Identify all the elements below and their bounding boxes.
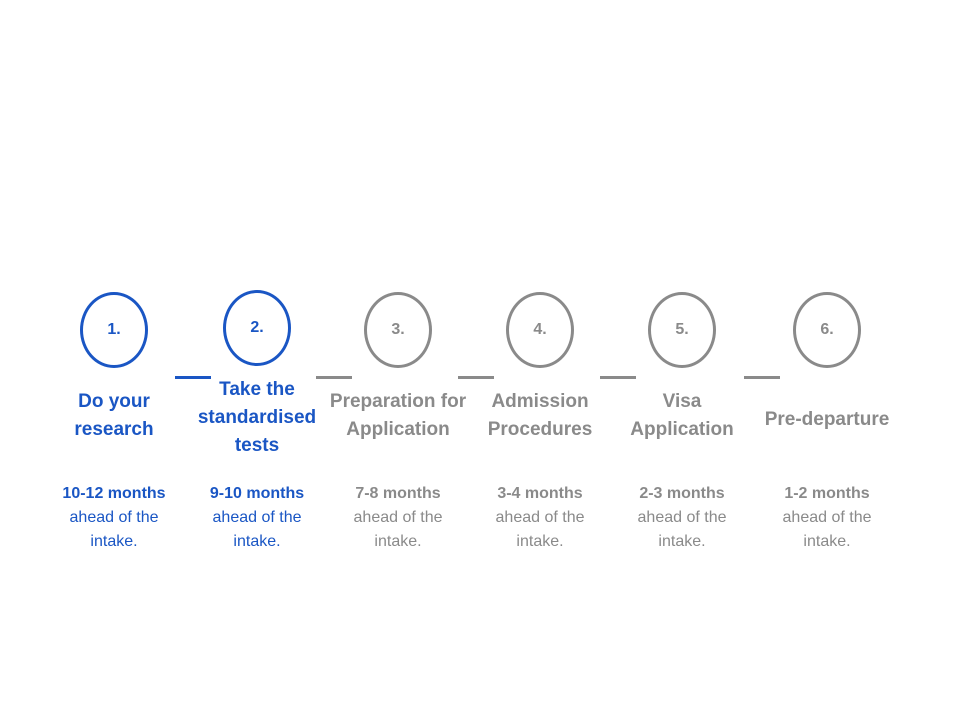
step-number: 5.	[675, 321, 689, 338]
step-desc-line: ahead of the	[212, 509, 302, 526]
step-desc-line: intake.	[90, 533, 138, 550]
step-title-line: Take the	[219, 379, 295, 400]
step-description: 2-3 months ahead of the intake.	[607, 482, 757, 554]
connector-4-5	[600, 376, 636, 379]
step-title-line: Do your	[78, 391, 150, 412]
step-duration: 2-3 months	[639, 485, 725, 502]
step-desc-line: intake.	[233, 533, 281, 550]
step-description: 1-2 months ahead of the intake.	[752, 482, 902, 554]
connector-3-4	[458, 376, 494, 379]
step-1: 1. Do your research 10-12 months ahead o…	[39, 292, 189, 550]
step-title: Do your research	[39, 388, 189, 478]
step-title: Take the standardised tests	[182, 376, 332, 466]
step-title: Preparation for Application	[323, 388, 473, 478]
step-description: 9-10 months ahead of the intake.	[182, 482, 332, 554]
step-desc-line: ahead of the	[495, 509, 585, 526]
step-desc-line: ahead of the	[353, 509, 443, 526]
step-desc-line: intake.	[374, 533, 422, 550]
step-duration: 1-2 months	[784, 485, 870, 502]
step-5: 5. Visa Application 2-3 months ahead of …	[607, 292, 757, 550]
connector-2-3	[316, 376, 352, 379]
step-number: 6.	[820, 321, 834, 338]
step-duration: 9-10 months	[209, 485, 305, 502]
connector-1-2	[175, 376, 211, 379]
step-duration: 10-12 months	[62, 485, 166, 502]
step-desc-line: intake.	[516, 533, 564, 550]
step-title-line: standardised	[197, 407, 317, 428]
step-number: 2.	[250, 319, 264, 336]
step-number-circle: 5.	[648, 292, 716, 368]
step-title-line: Preparation for	[329, 391, 467, 412]
step-desc-line: ahead of the	[69, 509, 159, 526]
step-number-circle: 3.	[364, 292, 432, 368]
step-number-circle: 6.	[793, 292, 861, 368]
step-duration: 7-8 months	[355, 485, 441, 502]
step-duration: 3-4 months	[497, 485, 583, 502]
step-4: 4. Admission Procedures 3-4 months ahead…	[465, 292, 615, 550]
step-title-line: Visa	[662, 391, 702, 412]
step-description: 7-8 months ahead of the intake.	[323, 482, 473, 554]
step-number-circle: 2.	[223, 290, 291, 366]
step-title-line: Procedures	[487, 419, 593, 440]
step-number: 1.	[107, 321, 121, 338]
step-description: 10-12 months ahead of the intake.	[39, 482, 189, 554]
step-desc-line: ahead of the	[637, 509, 727, 526]
step-title-line: Pre-departure	[764, 409, 890, 430]
step-number: 4.	[533, 321, 547, 338]
step-title: Admission Procedures	[465, 388, 615, 478]
step-title-line: research	[74, 419, 154, 440]
step-6: 6. Pre-departure 1-2 months ahead of the…	[752, 292, 902, 550]
step-desc-line: ahead of the	[782, 509, 872, 526]
step-number-circle: 1.	[80, 292, 148, 368]
step-title-line: Application	[346, 419, 450, 440]
step-description: 3-4 months ahead of the intake.	[465, 482, 615, 554]
step-2: 2. Take the standardised tests 9-10 mont…	[182, 290, 332, 550]
step-title: Visa Application	[607, 388, 757, 478]
step-number-circle: 4.	[506, 292, 574, 368]
step-desc-line: intake.	[803, 533, 851, 550]
step-desc-line: intake.	[658, 533, 706, 550]
step-title: Pre-departure	[752, 406, 902, 496]
step-title-line: tests	[234, 435, 280, 456]
step-title-line: Application	[630, 419, 734, 440]
connector-5-6	[744, 376, 780, 379]
step-title-line: Admission	[491, 391, 589, 412]
step-3: 3. Preparation for Application 7-8 month…	[323, 292, 473, 550]
step-number: 3.	[391, 321, 405, 338]
